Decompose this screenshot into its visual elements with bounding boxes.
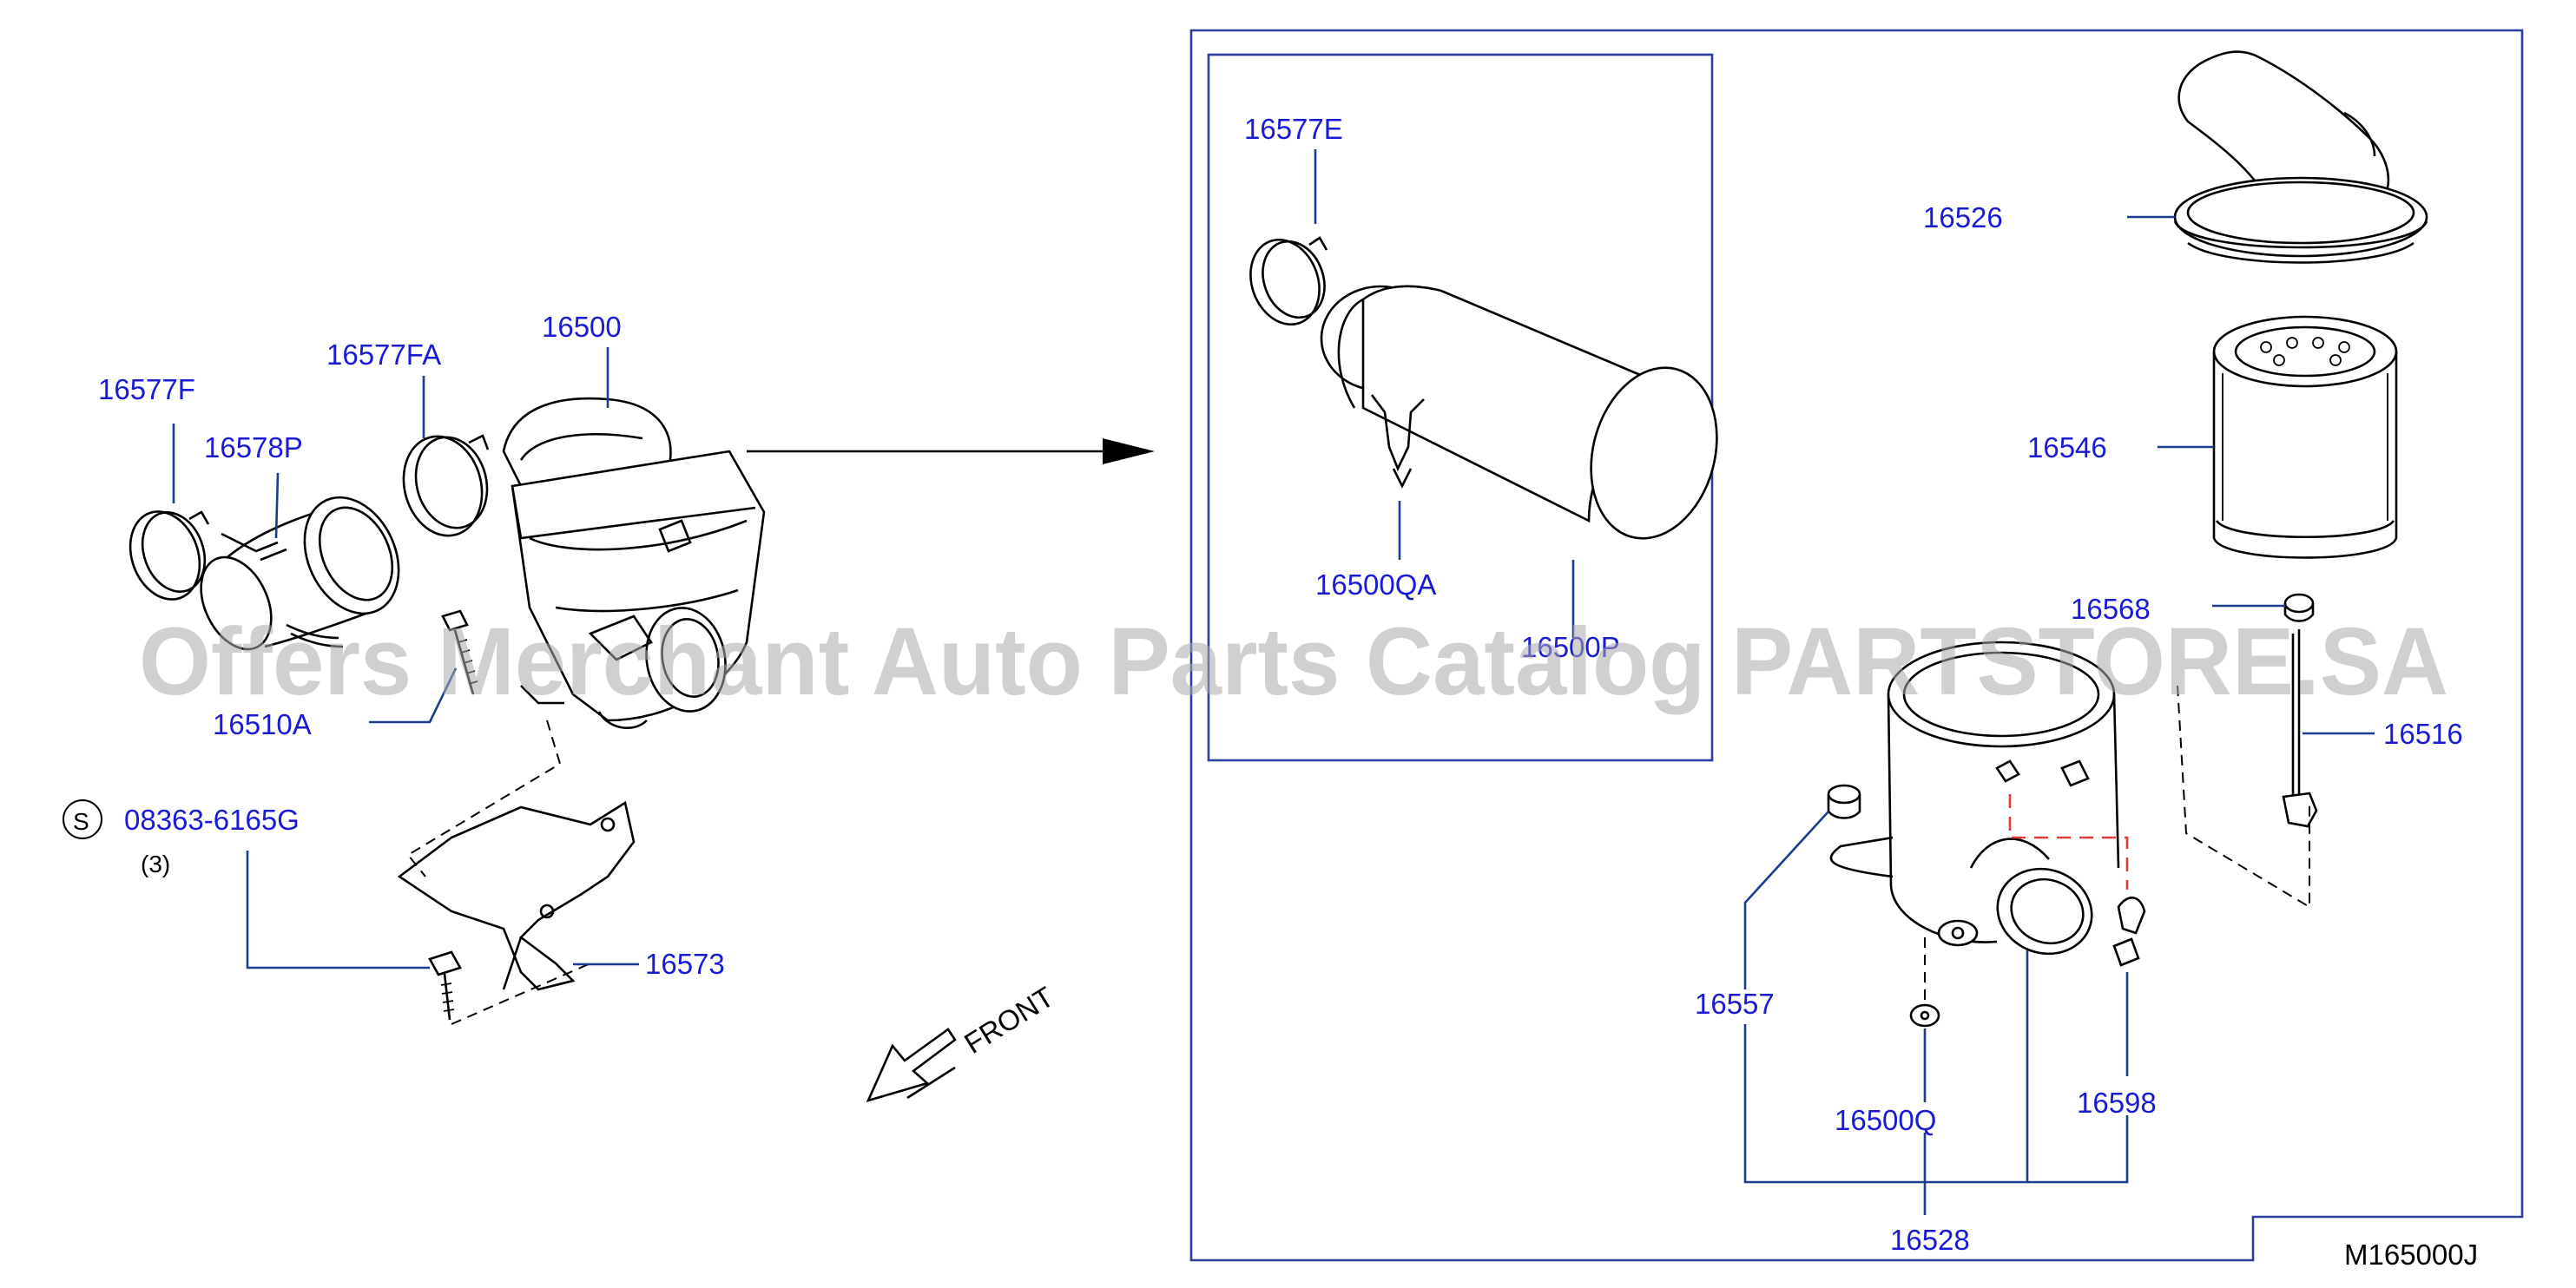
screw-08363-illustration: [428, 950, 462, 1021]
front-arrow-icon: [866, 1028, 957, 1103]
pointer-arrowhead: [1103, 438, 1155, 464]
phantom-line-red: [2008, 794, 2129, 890]
housing-16528-illustration: [1829, 641, 2120, 956]
part-label-16577f[interactable]: 16577F: [98, 373, 195, 405]
clamp-16577f-illustration: [128, 510, 210, 601]
washer-16568-illustration: [2283, 593, 2315, 622]
filter-16546-illustration: [2212, 315, 2398, 559]
bolt-16510a-illustration: [441, 609, 478, 695]
alignment-line-rod: [2177, 685, 2310, 909]
grommet-16557-illustration: [1827, 784, 1861, 819]
part-label-16516[interactable]: 16516: [2383, 718, 2463, 750]
air-cleaner-16500-illustration: [502, 397, 766, 729]
part-label-16528[interactable]: 16528: [1890, 1224, 1970, 1256]
nut-16500q-illustration: [1909, 1003, 1940, 1028]
filter-element-16500p-illustration: [1320, 285, 1718, 540]
part-label-08363-6165g[interactable]: 08363-6165G: [124, 804, 300, 836]
leader-08363: [246, 851, 430, 969]
part-label-16500qa[interactable]: 16500QA: [1315, 568, 1436, 601]
leader-16557: [1743, 811, 1829, 989]
alignment-line-left: [406, 720, 562, 877]
part-label-16500p[interactable]: 16500P: [1521, 631, 1620, 663]
cover-16526-illustration: [2173, 50, 2428, 264]
leader-16528-bracket: [1743, 950, 2129, 1215]
assembly-frame: [1189, 29, 2524, 1262]
part-label-16577fa[interactable]: 16577FA: [326, 338, 441, 371]
front-direction-label: FRONT: [959, 980, 1059, 1060]
clamp-16577fa-illustration: [402, 434, 490, 537]
watermark-text: Offers Merchant Auto Parts Catalog PARTS…: [139, 608, 2448, 715]
bracket-16573-illustration: [397, 800, 636, 991]
part-label-16557[interactable]: 16557: [1695, 988, 1775, 1020]
leader-16510a: [369, 667, 458, 724]
part-label-16500q[interactable]: 16500Q: [1835, 1104, 1936, 1136]
part-label-16568[interactable]: 16568: [2071, 593, 2151, 625]
part-label-16573[interactable]: 16573: [645, 948, 725, 980]
leader-16578p: [274, 472, 280, 539]
alignment-line-screw: [451, 963, 591, 1025]
clip-16598-illustration: [2112, 897, 2146, 967]
clamp-16577e-illustration: [1249, 236, 1328, 326]
screw-symbol-label: S: [73, 808, 89, 835]
part-label-16578p[interactable]: 16578P: [204, 431, 303, 463]
part-label-16546[interactable]: 16546: [2027, 431, 2107, 463]
part-label-16500[interactable]: 16500: [542, 311, 622, 343]
part-label-16577e[interactable]: 16577E: [1244, 113, 1343, 145]
rod-16516-illustration: [2282, 629, 2318, 828]
screw-symbol-icon: [63, 799, 102, 839]
hose-16578p-illustration: [200, 496, 400, 651]
diagram-id: M165000J: [2344, 1239, 2478, 1271]
screw-quantity: (3): [141, 851, 170, 877]
part-label-16510a[interactable]: 16510A: [213, 708, 312, 740]
part-label-16598[interactable]: 16598: [2077, 1087, 2157, 1119]
part-label-16526[interactable]: 16526: [1923, 201, 2003, 233]
